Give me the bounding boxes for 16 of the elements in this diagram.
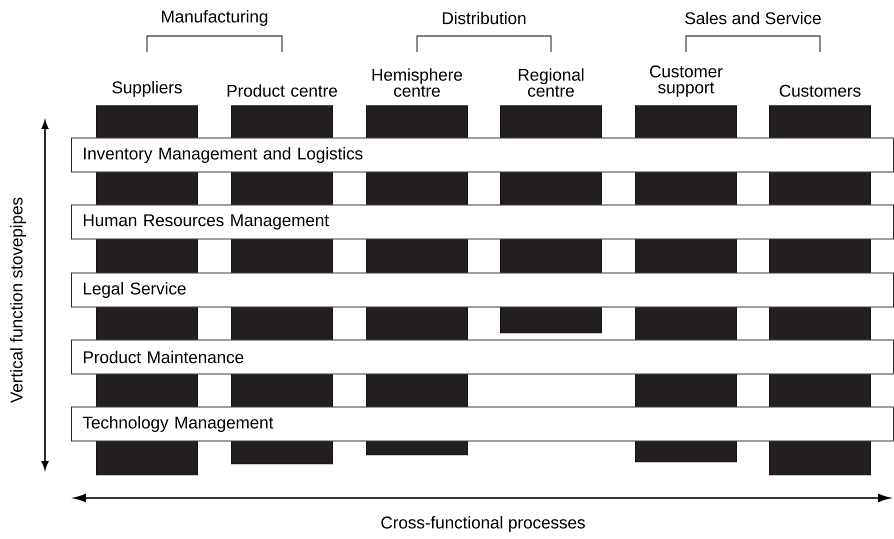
group-label: Manufacturing [162,10,268,26]
column-heading: Customers [780,84,860,97]
column-heading: Regional centre [518,68,584,97]
process-band: Inventory Management and Logistics [71,138,894,172]
group-label: Distribution [442,12,526,24]
column-heading: Hemisphere centre [372,68,462,97]
group-label: Sales and Service [685,12,821,24]
column-heading: Suppliers [112,80,182,97]
process-band: Product Maintenance [71,340,894,374]
process-band: Legal Service [71,272,894,308]
axis-label: Cross-functional processes [381,516,585,532]
process-band: Technology Management [71,406,894,442]
axis-label: Vertical function stovepipes [10,198,26,403]
column-heading: Product centre [228,84,337,97]
process-band: Human Resources Management [71,204,894,240]
column-heading: Customer support [650,65,723,97]
